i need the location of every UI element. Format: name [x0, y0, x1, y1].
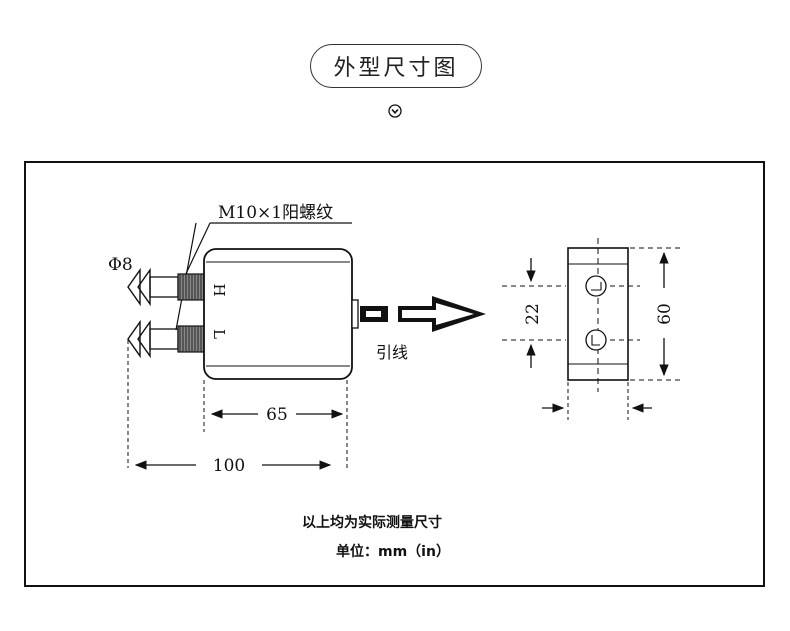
side-view [502, 238, 684, 420]
dim-hole-spacing-label: 22 [523, 303, 543, 325]
fitting-top [127, 267, 205, 307]
dim-65: 65 [203, 380, 348, 468]
chevron-down-icon[interactable] [388, 104, 402, 118]
section-title-text: 外型尺寸图 [333, 56, 459, 81]
thread-label: M10×1阳螺纹 [218, 203, 333, 223]
section-title: 外型尺寸图 [310, 44, 482, 88]
port-h-label: H [210, 283, 228, 296]
lead-label: 引线 [376, 343, 408, 362]
fitting-bottom [127, 319, 205, 359]
diameter-label: Φ8 [108, 255, 133, 275]
dim-60: 60 [655, 251, 675, 377]
dim-height-label: 60 [655, 303, 675, 325]
thread-callout: M10×1阳螺纹 [175, 203, 352, 331]
lead-wire: 引线 [360, 296, 486, 362]
sensor-body: H L [203, 248, 359, 380]
port-l-label: L [210, 329, 228, 339]
diagram-frame [24, 161, 765, 587]
dim-22: 22 [523, 258, 543, 368]
measurement-note: 以上均为实际测量尺寸 [302, 515, 442, 531]
dim-100: 100 [127, 340, 332, 476]
unit-note: 单位：mm（in） [336, 544, 450, 560]
dim-width-label: 65 [266, 405, 288, 425]
dim-total-label: 100 [213, 456, 245, 476]
